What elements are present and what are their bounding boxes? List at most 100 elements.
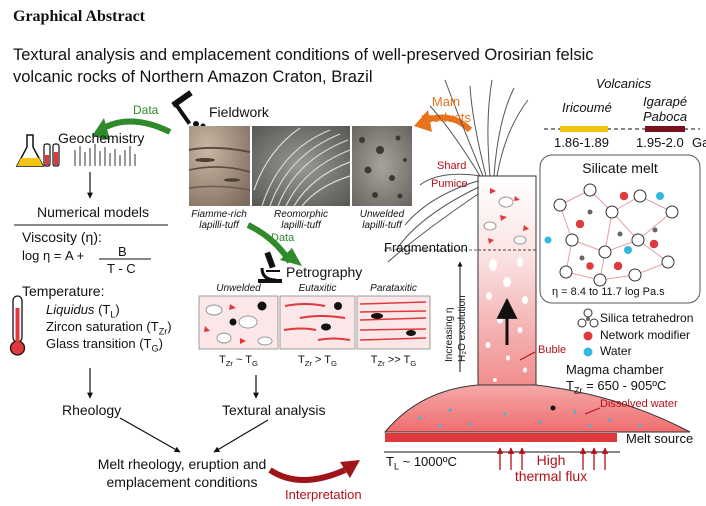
numerical-models-label: Numerical models [37, 204, 150, 220]
relation-sub-b: G [252, 359, 259, 369]
title-line-1: Textural analysis and emplacement condit… [13, 46, 594, 64]
photo-label-2-line1: Reomorphic [274, 209, 328, 220]
geochemistry-label: Geochemistry [58, 130, 145, 146]
main-products-line-1: Main [431, 94, 461, 109]
legend-water-label: Water [600, 344, 632, 358]
viscosity-label: Viscosity (η): [22, 229, 102, 245]
hammer-icon [171, 90, 206, 133]
liquidus-row: Liquidus (TL) [46, 302, 120, 320]
tl-sub: L [393, 461, 400, 472]
thermometer-icon [9, 295, 26, 356]
liquidus-sub: L [110, 309, 116, 320]
relation-t: T [218, 354, 226, 366]
interpretation-arrow [268, 460, 360, 483]
texture-relation-eutaxitic: TZr > TG [280, 354, 355, 368]
tzr-range: = 650 - 905ºC [582, 378, 667, 393]
legend-silica-label: Silica tetrahedron [600, 311, 694, 325]
iricoume-range: 1.86-1.89 [554, 135, 609, 150]
glass-row: Glass transition (TG) [46, 336, 163, 354]
zircon-row: Zircon saturation (TZr) [46, 319, 172, 337]
relation-op: ~ T [232, 354, 253, 366]
volcanic-conduit [477, 175, 537, 407]
photo-fiamme [188, 126, 251, 206]
photo-label-2-line2: lapilli-tuff [281, 220, 321, 231]
tetrahedron-icon [577, 308, 599, 328]
buble-pointer [519, 351, 536, 361]
data-label-middle: Data [271, 232, 295, 244]
eruption-plume [387, 79, 529, 263]
ga-label: Ga [692, 135, 706, 150]
legend-network-label: Network modifier [600, 328, 691, 342]
increasing-eta-label: Increasing η [444, 307, 455, 362]
liquidus-label: Liquidus [46, 302, 95, 317]
tzr-range-row: TZr = 650 - 905ºC [566, 378, 666, 396]
igarape-label-line-1: Igarapé [643, 94, 688, 109]
volcanics-timeline [544, 126, 700, 132]
texture-relation-unwelded: TZr ~ TG [199, 354, 278, 368]
data-arrow-middle [246, 222, 302, 266]
igarape-label-line-2: Paboca [643, 109, 688, 124]
photo-label-3-line1: Unwelded [359, 209, 405, 220]
texture-title-eutaxitic: Eutaxitic [298, 283, 337, 294]
zircon-sub: Zr [158, 326, 168, 337]
data-label-top: Data [133, 103, 159, 117]
interpretation-label: Interpretation [285, 487, 362, 502]
textural-analysis-label: Textural analysis [222, 402, 326, 418]
texture-title-parataxitic: Parataxitic [370, 283, 417, 294]
shard-label: Shard [437, 160, 467, 172]
melt-source-bar [385, 433, 617, 442]
melt-source-label: Melt source [626, 431, 694, 446]
buble-label: Buble [538, 344, 567, 356]
flask-icon [15, 134, 60, 167]
texture-title-unwelded: Unwelded [216, 283, 261, 294]
relation-t: T [370, 354, 378, 366]
dissolved-water-pointer [584, 407, 601, 415]
viscosity-formula-prefix: log η = A + [22, 248, 85, 263]
liquidus-symbol: (T [98, 302, 111, 317]
silicate-melt-label: Silicate melt [582, 160, 658, 176]
magma-chamber-label: Magma chamber [566, 362, 664, 377]
iricoume-label: Iricoumé [562, 100, 612, 115]
photo-unwelded [352, 126, 412, 206]
volcanics-label: Volcanics [596, 76, 652, 91]
spectrum-icon [74, 144, 136, 166]
final-line-2: emplacement conditions [106, 474, 258, 490]
glass-sub: G [151, 343, 159, 354]
zircon-label: Zircon saturation (T [46, 319, 159, 334]
water-swatch [583, 347, 593, 357]
main-products-line-2: products [421, 110, 471, 125]
photo-label-1-line2: lapilli-tuff [199, 220, 239, 231]
fragmentation-label: Fragmentation [384, 240, 468, 255]
tl-symbol: T [386, 454, 394, 469]
main-products-arrow [414, 110, 473, 133]
photo-reomorphic [252, 126, 351, 207]
texture-panel-eutaxitic [279, 295, 356, 350]
arrow-texture-to-final [213, 419, 269, 453]
texture-panel-unwelded [198, 295, 279, 350]
viscosity-formula-denominator: T - C [107, 261, 136, 276]
silicate-melt-inset [539, 154, 701, 304]
relation-t: T [297, 354, 305, 366]
relation-sub-a: Zr [304, 359, 312, 369]
texture-relation-parataxitic: TZr >> TG [357, 354, 430, 368]
h2o-exsolution-label: H₂O exsolution [457, 295, 468, 362]
dissolved-water-label: Dissolved water [600, 398, 678, 410]
photo-label-1-line1: Fiamme-rich [191, 209, 247, 220]
eta-range-label: η = 8.4 to 11.7 log Pa.s [552, 286, 665, 298]
relation-sub-a: Zr [225, 359, 233, 369]
title-line-2: volcanic rocks of Northern Amazon Craton… [13, 68, 373, 86]
pumice-label: Pumice [431, 178, 468, 190]
final-line-1: Melt rheology, eruption and [97, 456, 267, 472]
magma-chamber [383, 384, 691, 440]
relation-op: >> T [384, 354, 411, 366]
relation-op: > T [311, 354, 332, 366]
relation-sub-a: Zr [377, 359, 385, 369]
header-label: Graphical Abstract [13, 8, 145, 25]
viscosity-formula-numerator: B [118, 244, 127, 259]
tl-value-row: TL ~ 1000ºC [386, 454, 457, 472]
temperature-label: Temperature: [22, 283, 105, 299]
glass-label: Glass transition (T [46, 336, 152, 351]
thermal-flux-line-1: High [536, 452, 566, 468]
